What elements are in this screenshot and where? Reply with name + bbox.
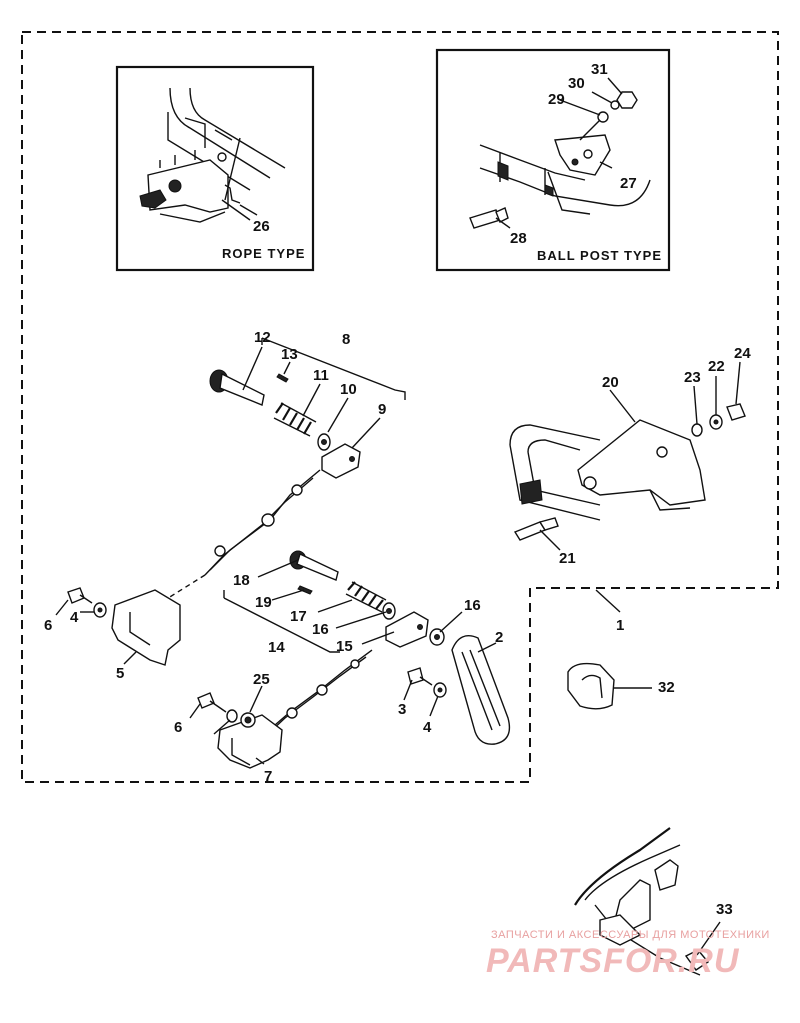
- callout-11: 11: [313, 367, 329, 384]
- callout-31: 31: [591, 61, 608, 78]
- callout-13: 13: [281, 346, 298, 363]
- assembly-boundary: [21, 31, 779, 783]
- callout-2: 2: [495, 629, 503, 646]
- callout-16a: 16: [464, 597, 481, 614]
- ball-post-type-caption: BALL POST TYPE: [537, 248, 662, 263]
- callout-6a: 6: [44, 617, 52, 634]
- callout-labels: 1 2 3 4 4 5 6 6 7 8 9 10 11 12 13 14 15 …: [44, 61, 751, 918]
- rope-type-caption: ROPE TYPE: [222, 246, 305, 261]
- callout-12: 12: [254, 329, 271, 346]
- callout-8: 8: [342, 331, 350, 348]
- callout-4a: 4: [423, 719, 432, 736]
- callout-30: 30: [568, 75, 585, 92]
- callout-29: 29: [548, 91, 565, 108]
- leader-lines: [55, 77, 741, 765]
- callout-24: 24: [734, 345, 751, 362]
- watermark: ЗАПЧАСТИ И АКСЕССУАРЫ ДЛЯ МОТОТЕХНИКИ PA…: [486, 929, 770, 980]
- callout-17: 17: [290, 608, 307, 625]
- callout-33: 33: [716, 901, 733, 918]
- callout-6b: 6: [174, 719, 182, 736]
- callout-9: 9: [378, 401, 386, 418]
- callout-23: 23: [684, 369, 701, 386]
- callout-10: 10: [340, 381, 357, 398]
- ball-post-type-inset: BALL POST TYPE: [435, 48, 671, 272]
- callout-21: 21: [559, 550, 576, 567]
- bracket-7: [197, 692, 283, 769]
- callout-20: 20: [602, 374, 619, 391]
- callout-22: 22: [708, 358, 725, 375]
- rope-type-inset: ROPE TYPE: [115, 65, 315, 272]
- lever-2: [407, 635, 511, 745]
- callout-25: 25: [253, 671, 270, 688]
- bracket-5: [67, 587, 181, 666]
- part-32: [567, 662, 615, 710]
- callout-27: 27: [620, 175, 637, 192]
- adjuster-assembly-upper: [164, 337, 406, 601]
- callout-16b: 16: [312, 621, 329, 638]
- callout-1: 1: [616, 617, 624, 634]
- callout-14: 14: [268, 639, 285, 656]
- callout-26: 26: [253, 218, 270, 235]
- callout-32: 32: [658, 679, 675, 696]
- callout-19: 19: [255, 594, 272, 611]
- callout-5: 5: [116, 665, 124, 682]
- bracket-20: [509, 403, 746, 541]
- callout-15: 15: [336, 638, 353, 655]
- callout-3: 3: [398, 701, 406, 718]
- watermark-logo: PARTSFOR.RU: [486, 942, 740, 980]
- motor-detail: [574, 827, 721, 976]
- adjuster-assembly-lower: [223, 550, 445, 733]
- callout-7: 7: [264, 768, 272, 785]
- callout-28: 28: [510, 230, 527, 247]
- watermark-tagline: ЗАПЧАСТИ И АКСЕССУАРЫ ДЛЯ МОТОТЕХНИКИ: [491, 929, 770, 941]
- callout-4b: 4: [70, 609, 79, 626]
- callout-18: 18: [233, 572, 250, 589]
